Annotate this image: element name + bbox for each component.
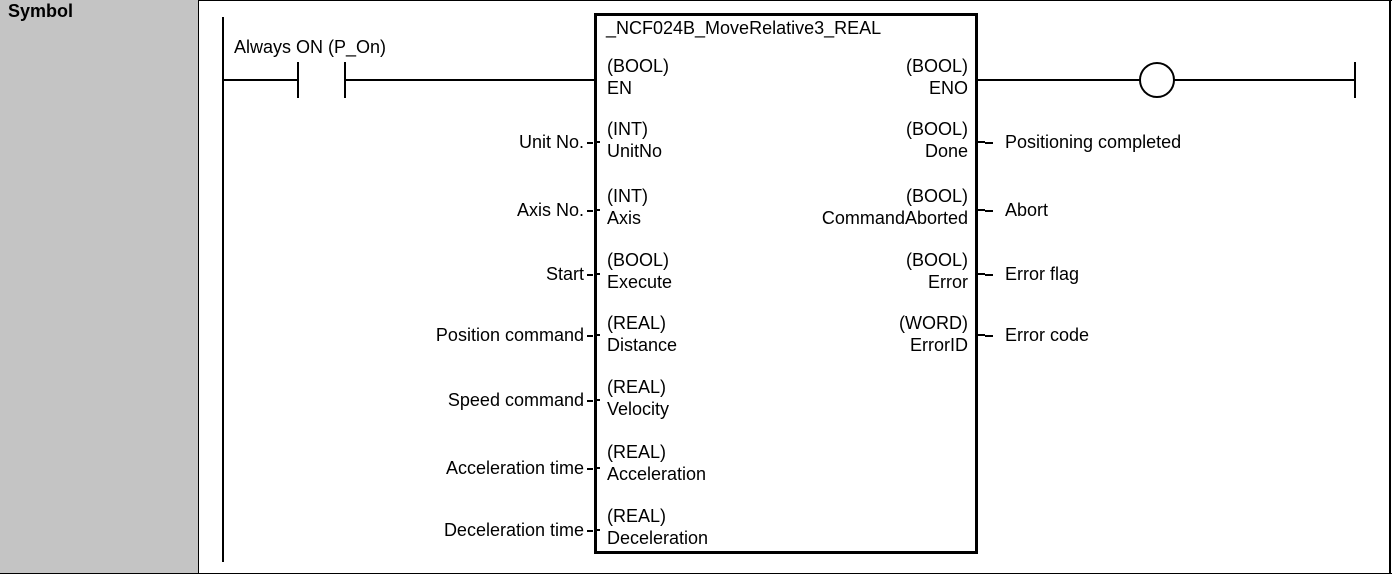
pin-type-execute: (BOOL) (607, 250, 670, 270)
pin-name-error: Error (928, 272, 968, 292)
pin-name-acceleration: Acceleration (607, 464, 707, 484)
dash-axis (587, 210, 593, 212)
pin-name-errorid: ErrorID (910, 335, 968, 355)
external-input-deceleration: Deceleration time (443, 520, 584, 540)
table-top-border (0, 0, 1392, 1)
dash-out-done (985, 142, 993, 144)
pin-type-commandaborted: (BOOL) (905, 186, 968, 206)
pin-type-eno: (BOOL) (905, 56, 968, 76)
section-label: Symbol (8, 1, 74, 21)
pin-name-distance: Distance (607, 335, 678, 355)
pin-name-en: EN (607, 78, 633, 98)
output-coil (1139, 62, 1175, 98)
label-cell (0, 0, 199, 574)
pin-type-deceleration: (REAL) (607, 506, 667, 526)
pin-type-en: (BOOL) (607, 56, 670, 76)
pin-type-errorid: (WORD) (899, 313, 968, 333)
external-input-velocity: Speed command (447, 390, 584, 410)
dash-acceleration (587, 468, 593, 470)
pin-name-axis: Axis (607, 208, 642, 228)
pin-type-done: (BOOL) (905, 119, 968, 139)
external-output-commandaborted: Abort (1005, 200, 1049, 220)
table-right-border (1389, 0, 1391, 574)
pin-name-deceleration: Deceleration (607, 528, 709, 548)
dash-execute (587, 274, 593, 276)
contact-label: Always ON (P_On) (234, 37, 387, 57)
external-output-error: Error flag (1005, 264, 1080, 284)
pin-name-unitno: UnitNo (607, 141, 663, 161)
dash-deceleration (587, 530, 593, 532)
pin-type-distance: (REAL) (607, 313, 667, 333)
external-input-axis: Axis No. (516, 200, 584, 220)
external-input-execute: Start (545, 264, 584, 284)
dash-out-error (985, 274, 993, 276)
dash-distance (587, 335, 593, 337)
pin-type-error: (BOOL) (905, 250, 968, 270)
function-block (594, 13, 978, 554)
pin-name-eno: ENO (928, 78, 968, 98)
pin-type-acceleration: (REAL) (607, 442, 667, 462)
dash-out-errorid (985, 335, 993, 337)
pin-name-commandaborted: CommandAborted (821, 208, 968, 228)
pin-type-axis: (INT) (607, 186, 648, 206)
pin-name-velocity: Velocity (607, 399, 670, 419)
pin-name-execute: Execute (607, 272, 673, 292)
dash-velocity (587, 400, 593, 402)
pin-type-unitno: (INT) (607, 119, 648, 139)
output-pin-ticks (978, 141, 985, 336)
external-output-done: Positioning completed (1005, 132, 1182, 152)
external-input-acceleration: Acceleration time (445, 458, 584, 478)
external-output-errorid: Error code (1005, 325, 1090, 345)
dash-out-commandaborted (985, 210, 993, 212)
function-block-name: _NCF024B_MoveRelative3_REAL (606, 18, 882, 38)
pin-type-velocity: (REAL) (607, 377, 667, 397)
dash-unitno (587, 142, 593, 144)
external-input-distance: Position command (435, 325, 584, 345)
pin-name-done: Done (924, 141, 968, 161)
external-input-unitno: Unit No. (518, 132, 584, 152)
